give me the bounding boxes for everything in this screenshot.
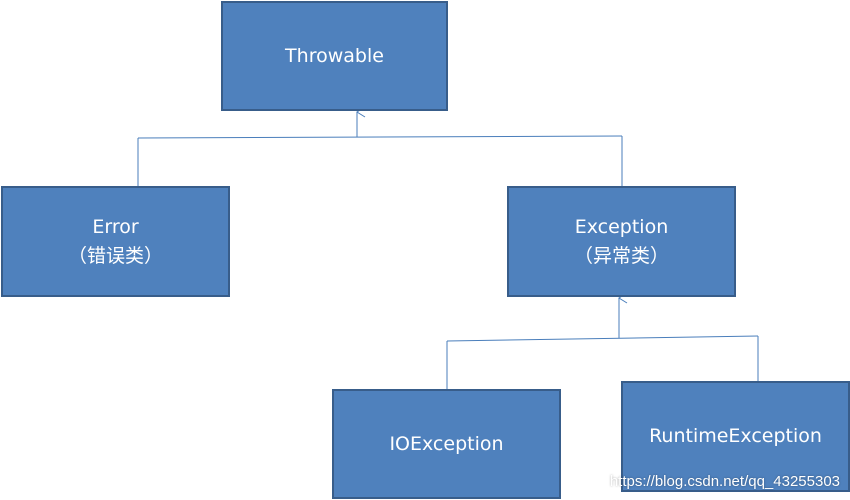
connector-horizontal-top bbox=[137, 135, 623, 139]
connector-horizontal-bottom bbox=[446, 335, 759, 342]
node-throwable-label: Throwable bbox=[285, 44, 384, 67]
node-ioexception-label: IOException bbox=[389, 432, 504, 455]
node-exception-label: Exception bbox=[574, 215, 669, 238]
connector-exception-children bbox=[446, 292, 759, 389]
node-throwable: Throwable bbox=[221, 1, 448, 111]
node-error-sublabel: （错误类） bbox=[67, 244, 163, 267]
node-error-label: Error bbox=[92, 215, 139, 238]
watermark-text: https://blog.csdn.net/qq_43255303 bbox=[609, 473, 840, 490]
node-runtimeexception-label: RuntimeException bbox=[649, 425, 822, 447]
node-exception: Exception （异常类） bbox=[507, 186, 736, 297]
node-runtimeexception: RuntimeException bbox=[621, 381, 850, 492]
node-error: Error （错误类） bbox=[1, 186, 230, 297]
connector-throwable-children bbox=[137, 106, 623, 186]
node-exception-sublabel: （异常类） bbox=[573, 244, 669, 267]
node-ioexception: IOException bbox=[332, 389, 561, 499]
